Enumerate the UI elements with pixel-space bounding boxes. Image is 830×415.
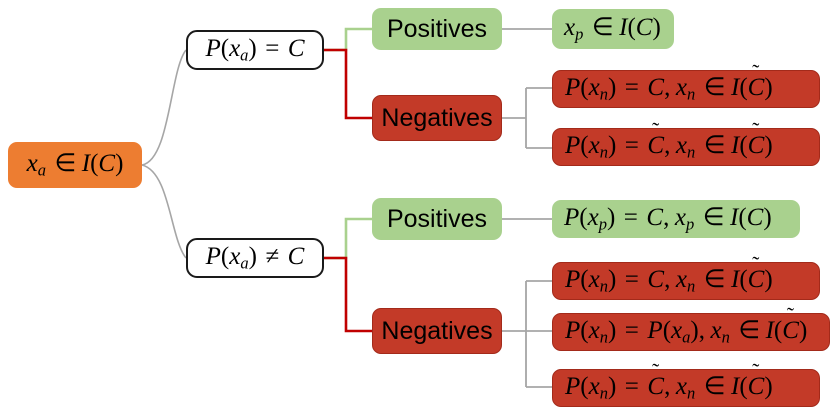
branch-negatives-1[interactable]: Negatives	[372, 95, 502, 141]
root-node-anchor[interactable]: xa∈I(C)	[8, 142, 142, 188]
branch-positives-2[interactable]: Positives	[372, 198, 502, 240]
decision-node-1[interactable]: P(xa)=C	[186, 30, 324, 70]
leaf-node-5-label: P(xn)=C,xn∈I(˜C)	[565, 251, 773, 296]
decision-node-1-label: P(xa)=C	[205, 34, 305, 65]
root-node-label: xa∈I(C)	[26, 149, 124, 180]
leaf-node-3-label: P(xn)=˜C,xn∈I(˜C)	[565, 117, 773, 162]
link-decision-1-to-positives	[324, 27, 372, 52]
leaf-node-4-label: P(xp)=C,xp∈I(C)	[564, 203, 772, 234]
branch-negatives-2-label: Negatives	[381, 316, 493, 345]
leaf-node-7[interactable]: P(xn)=˜C,xn∈I(˜C)	[552, 358, 820, 407]
branch-negatives-1-label: Negatives	[381, 103, 493, 132]
link-decision-2-to-positives	[324, 217, 372, 260]
branch-positives-1[interactable]: Positives	[372, 8, 502, 50]
leaf-node-2-label: P(xn)=C,xn∈I(˜C)	[565, 59, 773, 104]
leaf-node-2[interactable]: P(xn)=C,xn∈I(˜C)	[552, 59, 820, 108]
branch-positives-1-label: Positives	[386, 14, 488, 43]
link-negatives-1-bracket	[502, 87, 552, 149]
link-root-to-decision-2	[141, 164, 187, 259]
leaf-node-7-label: P(xn)=˜C,xn∈I(˜C)	[565, 358, 773, 403]
decision-node-2-label: P(xa)≠C	[205, 242, 305, 273]
leaf-node-6-label: P(xn)=P(xa),xn∈I(˜C)	[565, 302, 808, 347]
link-decision-2-to-negatives	[324, 256, 372, 333]
decision-node-2[interactable]: P(xa)≠C	[186, 238, 324, 278]
leaf-node-3[interactable]: P(xn)=˜C,xn∈I(˜C)	[552, 117, 820, 166]
leaf-node-1-label: xp∈I(C)	[564, 13, 661, 44]
leaf-node-1[interactable]: xp∈I(C)	[552, 9, 674, 49]
link-root-to-decision-1	[141, 49, 187, 166]
leaf-node-4[interactable]: P(xp)=C,xp∈I(C)	[552, 200, 800, 238]
leaf-node-5[interactable]: P(xn)=C,xn∈I(˜C)	[552, 251, 820, 300]
branch-negatives-2[interactable]: Negatives	[372, 308, 502, 354]
leaf-node-6[interactable]: P(xn)=P(xa),xn∈I(˜C)	[552, 302, 830, 351]
link-decision-1-to-negatives	[324, 48, 372, 120]
link-negatives-2-bracket	[502, 280, 552, 388]
branch-positives-2-label: Positives	[386, 204, 488, 233]
